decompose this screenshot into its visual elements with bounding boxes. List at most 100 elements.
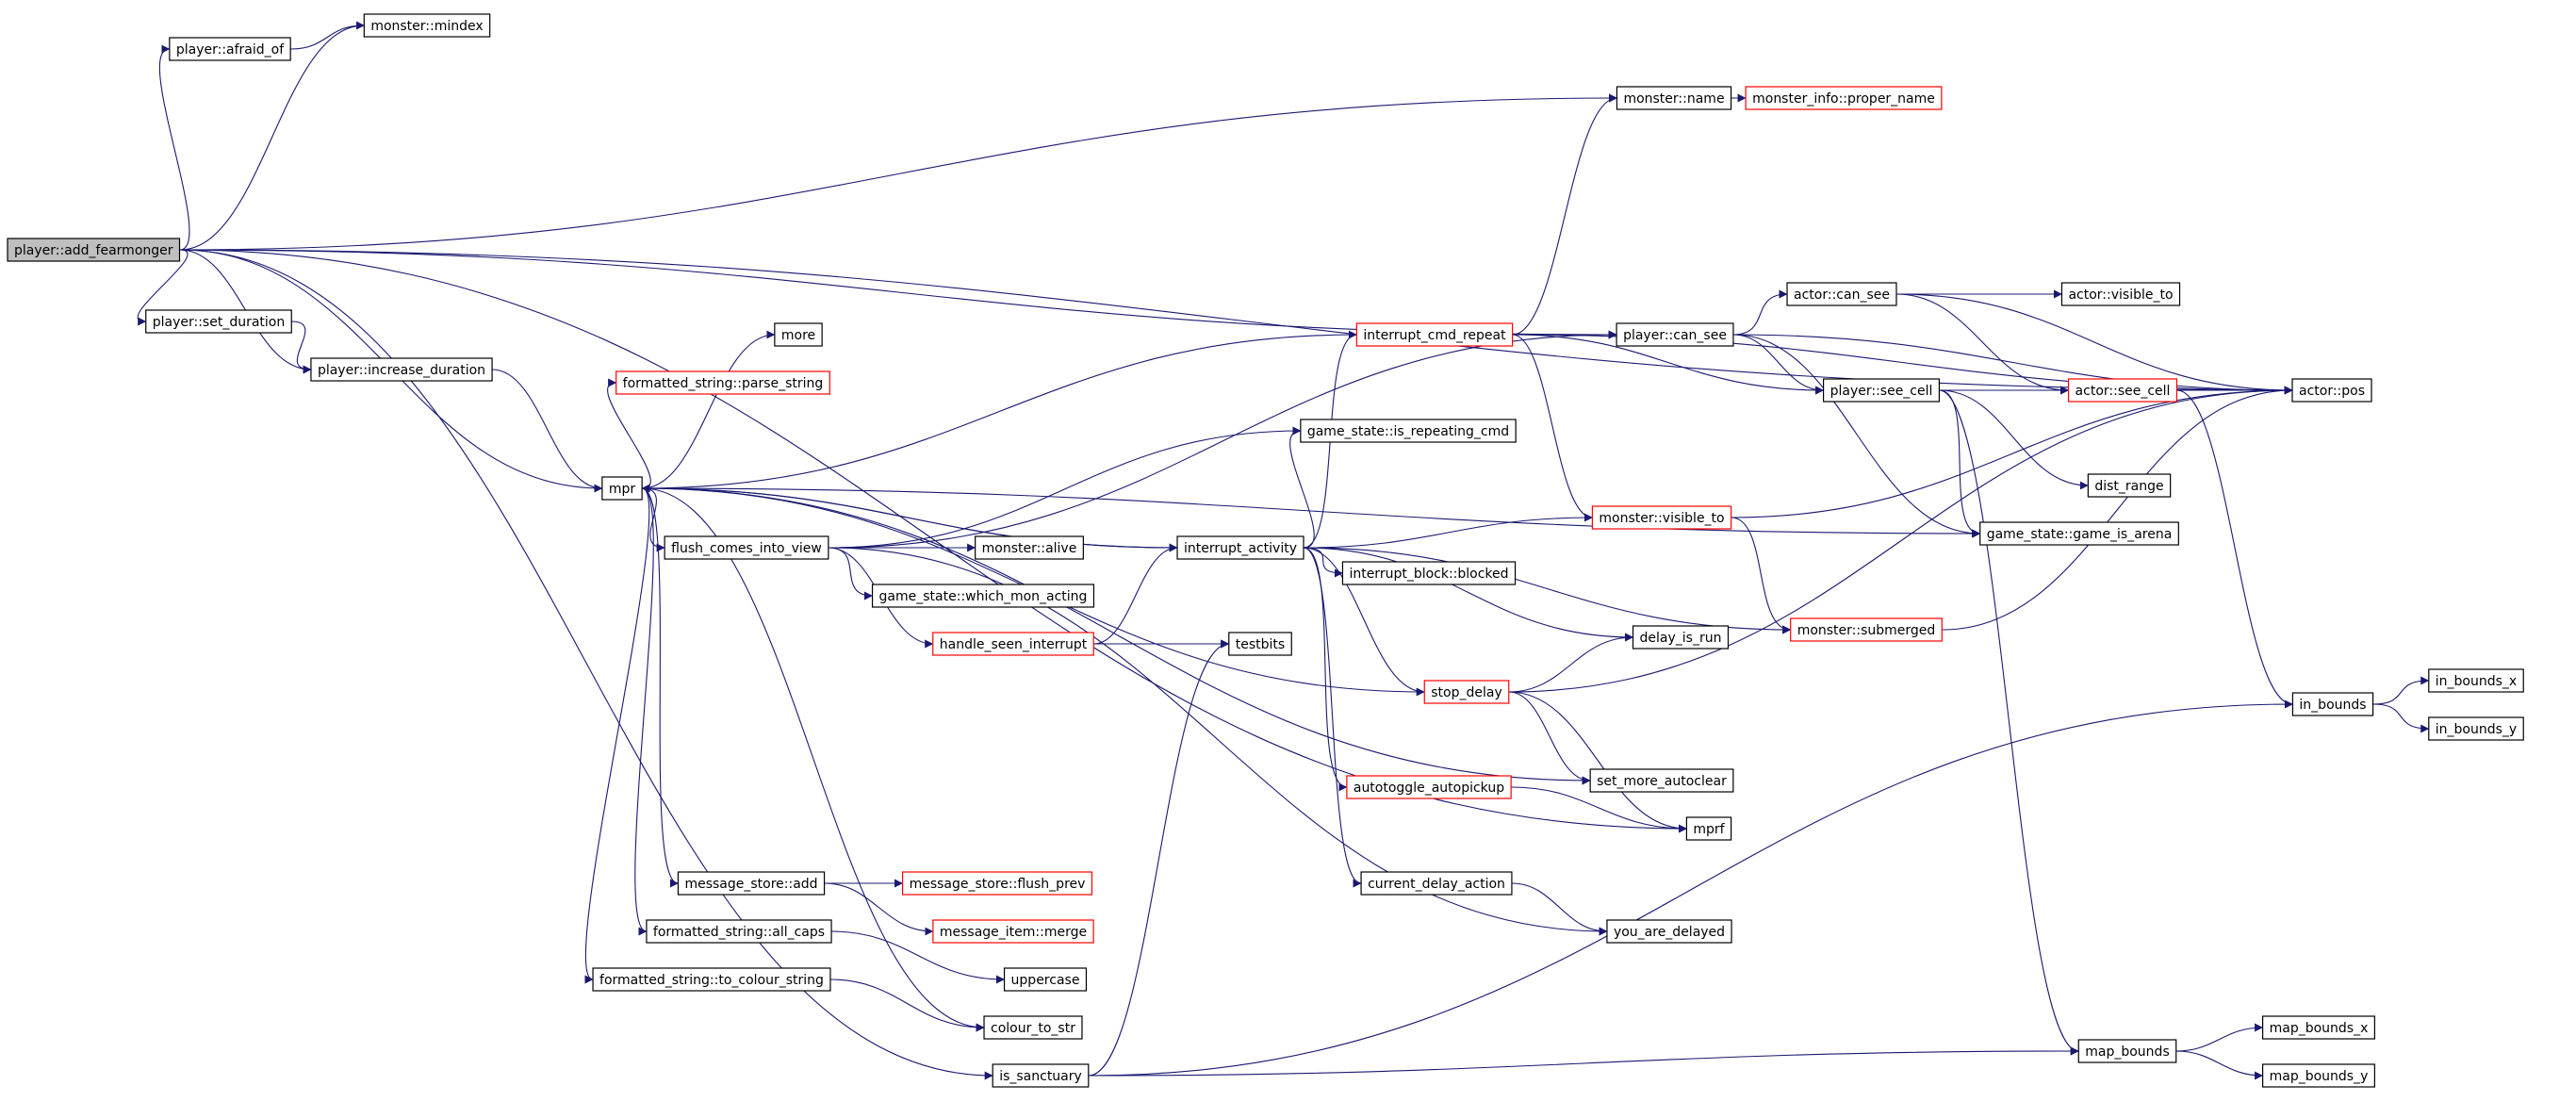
node-box	[363, 13, 491, 38]
node-mname[interactable]: monster::name	[1616, 86, 1732, 110]
edge-map-bounds-to-map-bounds-y	[2175, 1050, 2264, 1080]
node-add-fearmonger[interactable]: player::add_fearmonger	[7, 238, 181, 262]
node-in-bounds[interactable]: in_bounds	[2291, 692, 2374, 716]
node-stop-delay[interactable]: stop_delay	[1423, 680, 1510, 704]
edge-actor-can-see-to-actor-see-cell	[1895, 293, 2069, 395]
node-interrupt-activity[interactable]: interrupt_activity	[1176, 535, 1304, 560]
node-actor-see-cell[interactable]: actor::see_cell	[2067, 378, 2178, 403]
edge-player-see-cell-to-map-bounds	[1939, 389, 2079, 1056]
node-msg-add[interactable]: message_store::add	[677, 871, 826, 896]
node-box	[2428, 668, 2524, 693]
node-box	[1355, 322, 1514, 347]
node-current-delay[interactable]: current_delay_action	[1360, 871, 1513, 896]
node-dist-range[interactable]: dist_range	[2087, 473, 2172, 498]
node-in-bounds-y[interactable]: in_bounds_y	[2428, 716, 2524, 741]
node-box	[1003, 967, 1088, 992]
node-map-bounds-x[interactable]: map_bounds_x	[2262, 1015, 2375, 1040]
edge-to-colour-to-colour-to-str	[829, 979, 985, 1032]
node-mprf[interactable]: mprf	[1685, 816, 1732, 841]
node-label: player::increase_duration	[318, 363, 485, 378]
edge-mpr-to-parse-string	[607, 378, 651, 489]
edge-stop-delay-to-actor-pos	[1508, 386, 2293, 693]
node-box	[2291, 378, 2372, 403]
node-label: player::can_see	[1623, 328, 1727, 343]
node-label: interrupt_activity	[1184, 541, 1297, 556]
node-set-duration[interactable]: player::set_duration	[145, 309, 292, 334]
edge-interrupt-activity-to-submerged	[1303, 547, 1792, 634]
node-mpr[interactable]: mpr	[601, 476, 643, 501]
node-parse-string[interactable]: formatted_string::parse_string	[615, 370, 830, 395]
node-box	[932, 919, 1094, 944]
node-increase-duration[interactable]: player::increase_duration	[310, 357, 493, 382]
node-flush-comes[interactable]: flush_comes_into_view	[664, 535, 829, 560]
node-box	[2428, 716, 2524, 741]
node-handle-seen[interactable]: handle_seen_interrupt	[932, 632, 1094, 656]
node-box	[1341, 561, 1517, 585]
node-label: map_bounds	[2085, 1044, 2169, 1060]
node-you-delayed[interactable]: you_are_delayed	[1606, 919, 1732, 944]
node-label: in_bounds_x	[2436, 674, 2517, 689]
node-actor-visible-to[interactable]: actor::visible_to	[2060, 282, 2181, 306]
node-afraid-of[interactable]: player::afraid_of	[169, 37, 291, 61]
edge-mpr-to-to-colour	[584, 487, 650, 984]
node-label: interrupt_cmd_repeat	[1363, 328, 1506, 343]
node-colour-to-str[interactable]: colour_to_str	[983, 1015, 1083, 1040]
edge-add-fearmonger-to-set-duration	[137, 249, 189, 326]
node-mindex[interactable]: monster::mindex	[363, 13, 491, 38]
node-to-colour[interactable]: formatted_string::to_colour_string	[592, 967, 831, 992]
edge-current-delay-to-you-delayed	[1511, 882, 1608, 936]
edge-player-can-see-to-game-is-arena	[1732, 334, 1981, 538]
edge-add-fearmonger-to-afraid-of	[158, 44, 190, 251]
node-box	[975, 535, 1084, 560]
node-more[interactable]: more	[774, 322, 823, 347]
node-label: in_bounds_y	[2436, 722, 2517, 737]
node-all-caps[interactable]: formatted_string::all_caps	[646, 919, 832, 944]
node-flush-prev[interactable]: message_store::flush_prev	[901, 871, 1093, 896]
node-blocked[interactable]: interrupt_block::blocked	[1341, 561, 1517, 585]
node-malive[interactable]: monster::alive	[975, 535, 1084, 560]
node-label: formatted_string::all_caps	[653, 925, 825, 940]
node-map-bounds-y[interactable]: map_bounds_y	[2262, 1063, 2375, 1088]
node-box	[1616, 86, 1732, 110]
node-submerged[interactable]: monster::submerged	[1790, 617, 1943, 642]
node-set-more[interactable]: set_more_autoclear	[1589, 768, 1734, 793]
node-game-is-arena[interactable]: game_state::game_is_arena	[1979, 521, 2179, 546]
node-interrupt-cmd[interactable]: interrupt_cmd_repeat	[1355, 322, 1514, 347]
node-label: you_are_delayed	[1614, 925, 1725, 940]
node-actor-can-see[interactable]: actor::can_see	[1786, 282, 1897, 306]
node-map-bounds[interactable]: map_bounds	[2077, 1039, 2177, 1063]
node-label: monster::alive	[982, 541, 1077, 556]
node-label: actor::see_cell	[2076, 384, 2171, 399]
node-box	[1632, 625, 1730, 650]
node-delay-is-run[interactable]: delay_is_run	[1632, 625, 1730, 650]
edge-afraid-of-to-mindex	[290, 21, 365, 50]
node-box	[1228, 632, 1292, 656]
node-merge[interactable]: message_item::merge	[932, 919, 1094, 944]
edge-interrupt-activity-to-current-delay	[1303, 547, 1362, 888]
node-is-repeating[interactable]: game_state::is_repeating_cmd	[1300, 419, 1517, 443]
node-box	[310, 357, 493, 382]
edge-flush-comes-to-player-can-see	[828, 330, 1617, 549]
node-mvisible-to[interactable]: monster::visible_to	[1591, 505, 1732, 530]
node-label: game_state::which_mon_acting	[879, 589, 1088, 604]
node-actor-pos[interactable]: actor::pos	[2291, 378, 2372, 403]
node-proper-name[interactable]: monster_info::proper_name	[1745, 86, 1943, 110]
node-player-see-cell[interactable]: player::see_cell	[1822, 378, 1941, 403]
node-is-sanctuary[interactable]: is_sanctuary	[992, 1063, 1090, 1088]
node-label: monster::name	[1623, 91, 1724, 107]
node-label: colour_to_str	[991, 1021, 1075, 1036]
edge-is-sanctuary-to-map-bounds	[1088, 1046, 2079, 1077]
node-autotoggle[interactable]: autotoggle_autopickup	[1346, 775, 1512, 799]
node-player-can-see[interactable]: player::can_see	[1616, 322, 1734, 347]
edge-mpr-to-more	[642, 330, 776, 489]
node-box	[1685, 816, 1732, 841]
node-box	[2077, 1039, 2177, 1063]
node-uppercase[interactable]: uppercase	[1003, 967, 1088, 992]
node-box	[677, 871, 826, 896]
node-label: dist_range	[2094, 479, 2163, 494]
node-in-bounds-x[interactable]: in_bounds_x	[2428, 668, 2524, 693]
node-box	[592, 967, 831, 992]
node-which-mon[interactable]: game_state::which_mon_acting	[871, 584, 1095, 608]
node-testbits[interactable]: testbits	[1228, 632, 1292, 656]
